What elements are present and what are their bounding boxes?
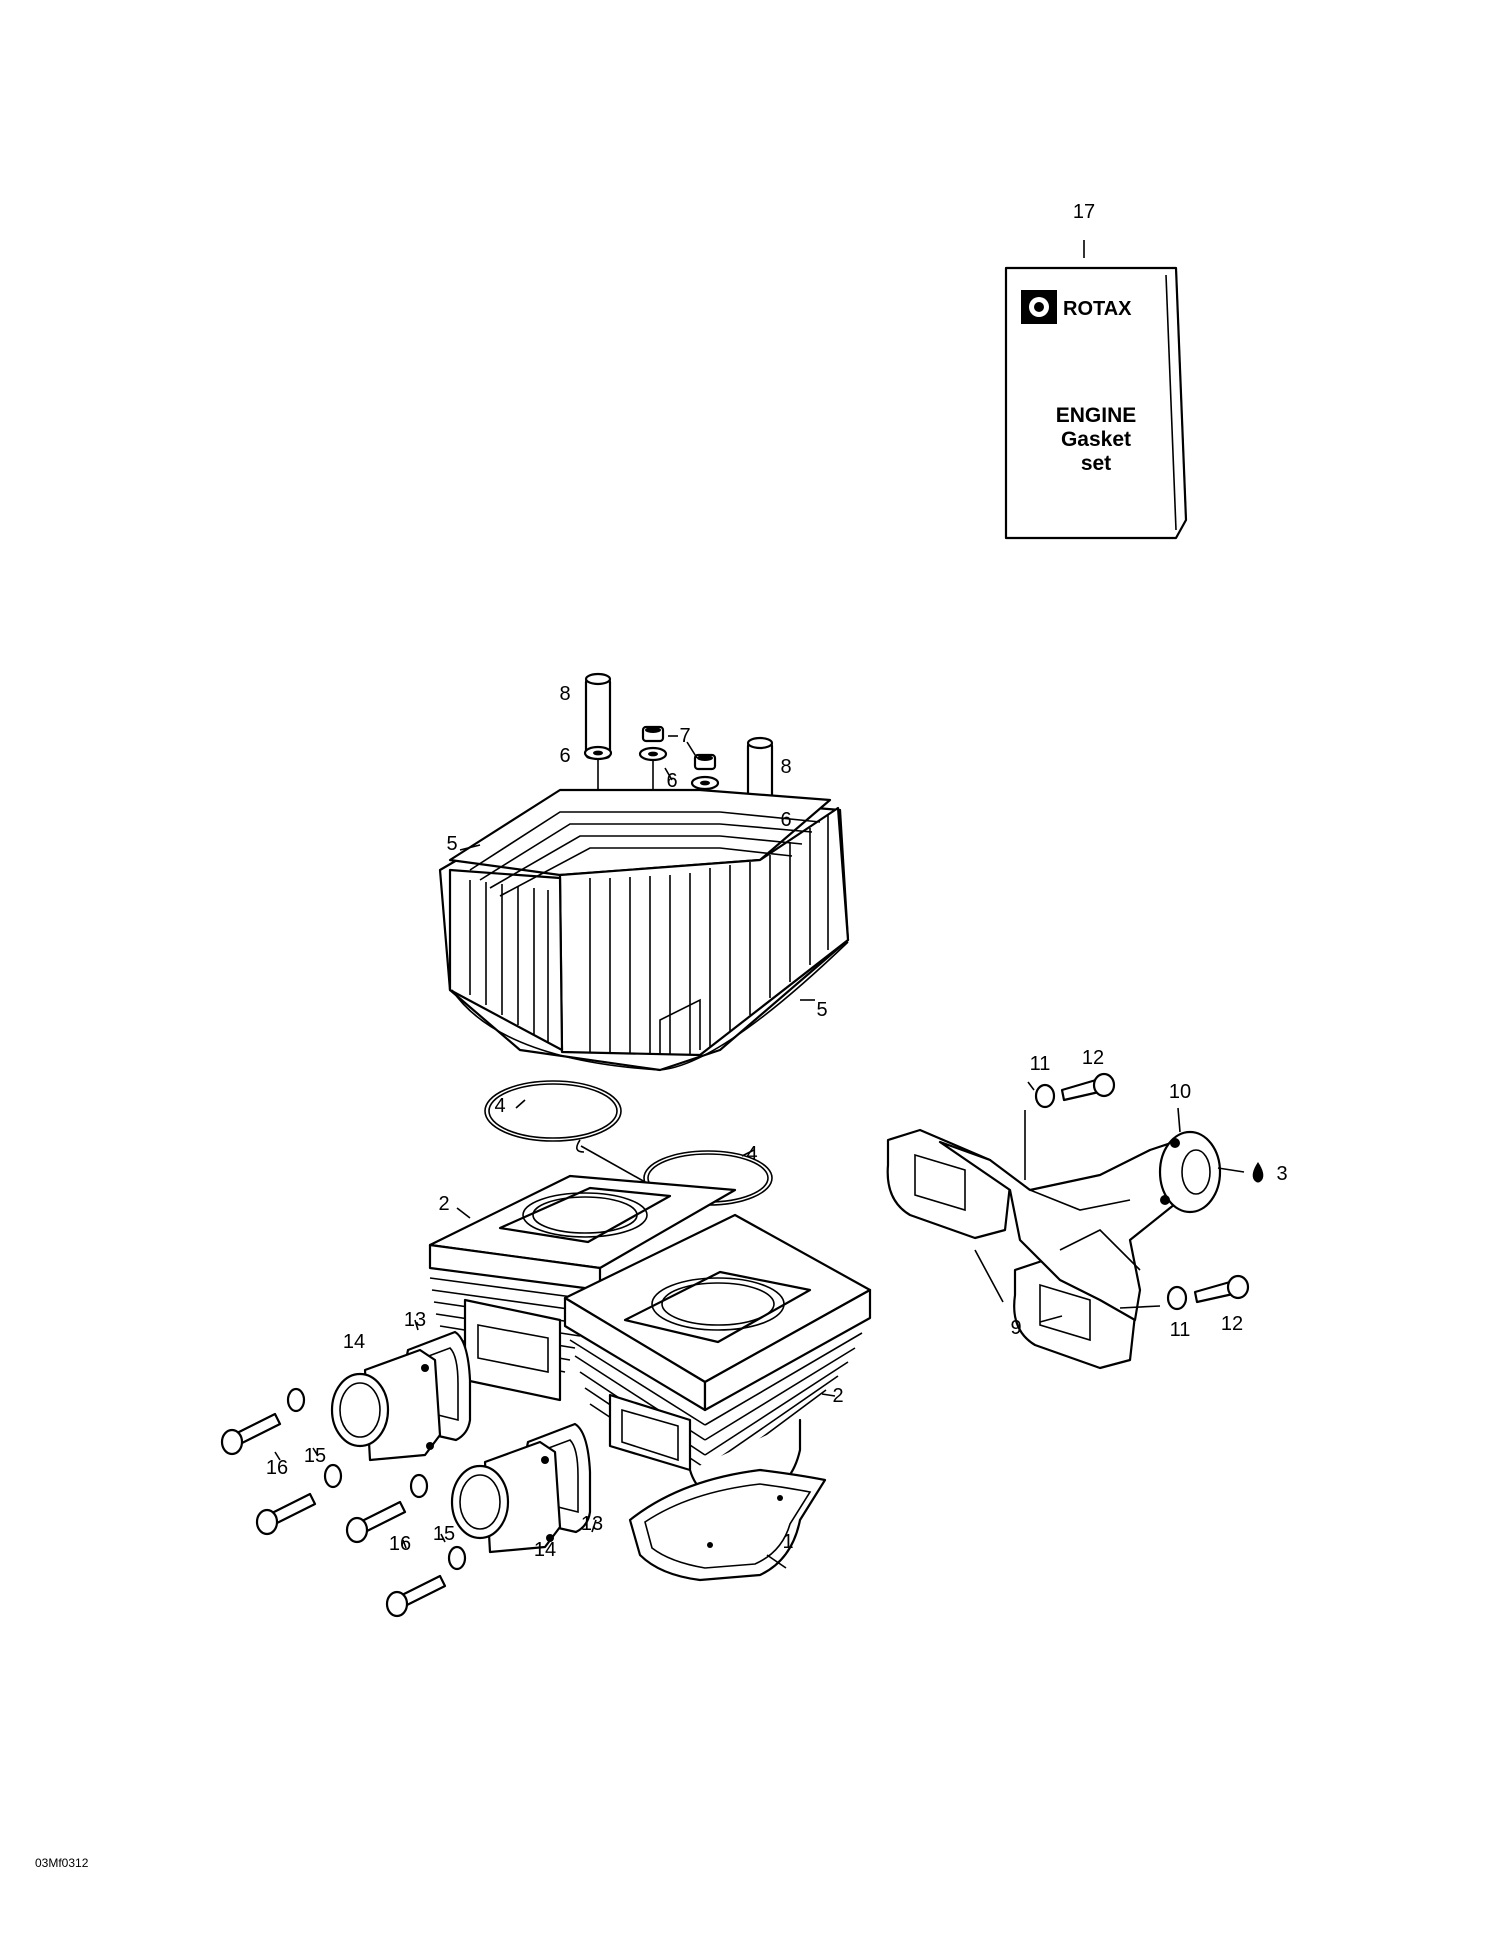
manifold-screw-upper [1060,1072,1116,1102]
callout-5-left: 5 [446,833,457,855]
callout-14-right: 14 [534,1539,556,1561]
manifold-washer-lower [1166,1285,1188,1311]
kit-title-engine: ENGINE [1056,404,1137,427]
callout-4-left: 4 [494,1095,505,1117]
screw-3 [345,1500,407,1544]
callout-3: 3 [1276,1163,1287,1185]
nut-b [693,753,717,771]
cylinder-head [438,788,850,1072]
callout-7: 7 [679,725,690,747]
callout-13-right: 13 [581,1513,603,1535]
kit-title-gasket: Gasket [1061,428,1131,451]
stud-left [584,672,612,760]
callout-11-upper: 11 [1030,1053,1051,1075]
callout-6-left: 6 [559,745,570,767]
lock-washer-1 [286,1387,306,1413]
lock-washer-3 [409,1473,429,1499]
gasket-kit-booklet: ROTAX ENGINE Gasket set [1004,240,1188,540]
callout-16-left: 16 [266,1457,288,1479]
callout-13-left: 13 [404,1309,426,1331]
washer-left [583,745,613,761]
o-ring-left [484,1080,622,1142]
callout-6-mid: 6 [666,770,677,792]
exhaust-manifold [938,1130,1222,1322]
callout-17: 17 [1073,201,1095,223]
callout-8-left: 8 [559,683,570,705]
callout-14-left: 14 [343,1331,365,1353]
kit-title-set: set [1081,452,1111,475]
callout-4-right: 4 [746,1143,757,1165]
callout-10: 10 [1169,1081,1191,1103]
drawing-code: 03Mf0312 [35,1856,89,1870]
callout-9: 9 [1010,1317,1021,1339]
callout-15-left: 15 [304,1445,326,1467]
base-gasket [628,1468,827,1582]
lock-washer-2 [323,1463,343,1489]
callout-6-right: 6 [780,809,791,831]
manifold-washer-upper [1034,1083,1056,1109]
screw-1 [220,1412,282,1456]
rotax-logo: ROTAX [1021,290,1132,324]
cylinder-left [428,1174,737,1402]
nut-a [641,725,665,743]
callout-15-right: 15 [433,1523,455,1545]
callout-8-right: 8 [780,756,791,778]
manifold-screw-lower [1193,1274,1250,1304]
callout-12-upper: 12 [1082,1047,1104,1069]
callout-12-lower: 12 [1221,1313,1243,1335]
intake-adaptor-right [450,1440,562,1554]
callout-11-lower: 11 [1170,1319,1191,1341]
callout-2-right: 2 [832,1385,843,1407]
screw-4 [385,1574,447,1618]
rotax-brand: ROTAX [1063,298,1132,320]
lock-washer-4 [447,1545,467,1571]
washer-a [638,746,668,762]
washer-b [690,775,720,791]
intake-adaptor-left [330,1348,442,1462]
callout-1: 1 [782,1531,793,1553]
callout-16-right: 16 [389,1533,411,1555]
callout-5-right: 5 [816,999,827,1021]
cylinder-right [563,1213,872,1502]
sealant-drop-icon [1252,1162,1264,1183]
screw-2 [255,1492,317,1536]
callout-2-left: 2 [438,1193,449,1215]
